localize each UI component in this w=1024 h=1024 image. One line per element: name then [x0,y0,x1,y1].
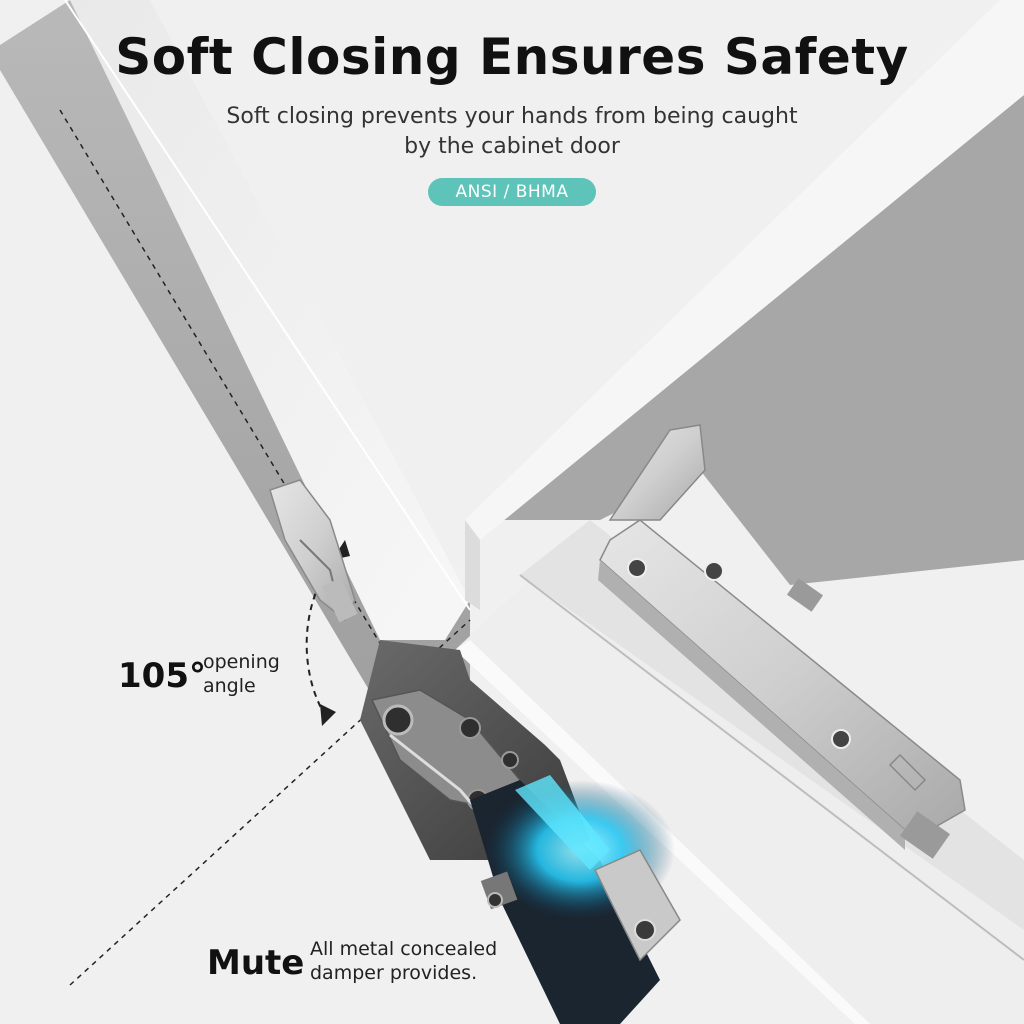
page-subtitle: Soft closing prevents your hands from be… [212,102,812,162]
mute-caption-line-1: All metal concealed [310,938,498,960]
left-hinge-plate [269,479,358,623]
certification-badge: ANSI / BHMA [428,178,596,206]
page-title: Soft Closing Ensures Safety [115,28,909,86]
angle-caption-line-2: angle [203,675,256,697]
cabinet-side-panel [465,0,1024,610]
opening-angle-value: 105° [118,656,206,696]
damper-cylinder [470,775,681,1024]
opening-angle-caption: opening angle [203,650,280,698]
subtitle-line-1: Soft closing prevents your hands from be… [226,104,798,129]
mute-title: Mute [207,943,305,983]
mute-caption: All metal concealed damper provides. [310,937,497,985]
right-mounting-plate [598,424,966,859]
left-door-panel [0,0,471,860]
subtitle-line-2: by the cabinet door [404,134,620,159]
angle-caption-line-1: opening [203,651,280,673]
mute-caption-line-2: damper provides. [310,962,478,984]
